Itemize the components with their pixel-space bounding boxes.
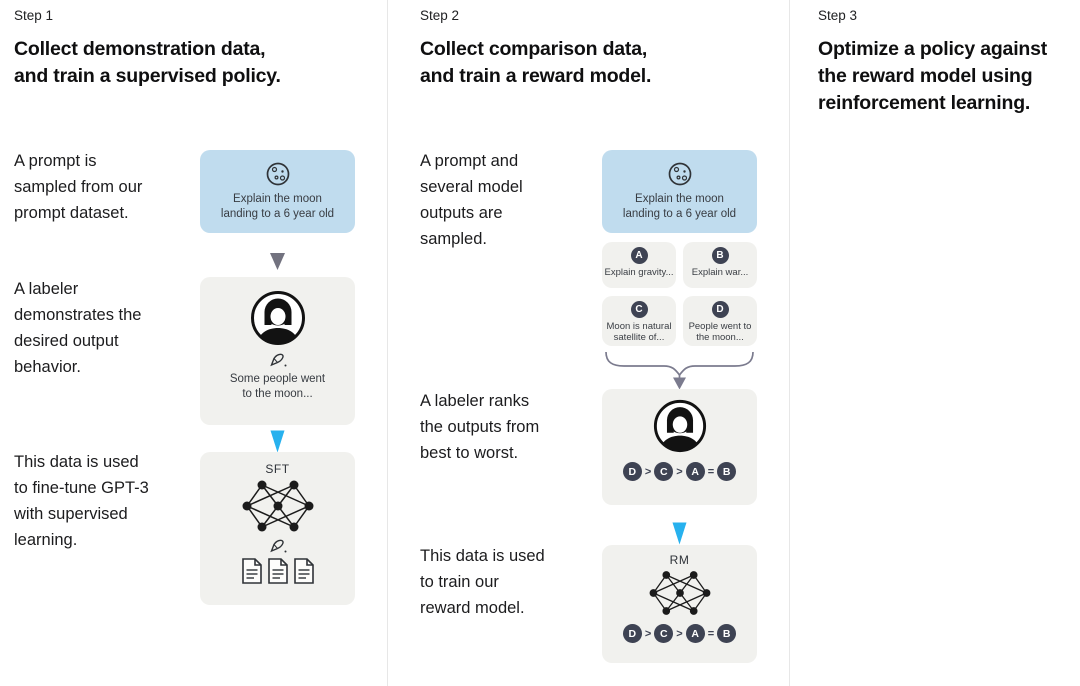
output-a-badge: A: [630, 247, 648, 264]
output-box-c: C Moon is natural satellite of...: [602, 296, 676, 346]
output-c-badge: C: [630, 301, 648, 318]
step1-caption-finetune: This data is used to fine-tune GPT-3 wit…: [14, 453, 149, 549]
rank-separator: =: [707, 627, 715, 640]
pencil-icon: [269, 353, 286, 367]
merge-bracket-arrow-icon: [605, 351, 754, 390]
column-divider-2: [789, 0, 790, 686]
step1-labeler-text: Some people went to the moon...: [229, 373, 326, 400]
step1-heading: Collect demonstration data, and train a …: [14, 38, 281, 87]
moon-icon: [668, 162, 691, 186]
rank-item: C: [654, 462, 674, 481]
down-arrow-gray-icon: [270, 253, 285, 270]
output-b-badge: B: [711, 247, 729, 264]
document-icon: [267, 558, 288, 584]
output-c-text: Moon is natural satellite of...: [606, 321, 672, 343]
output-b-text: Explain war...: [691, 267, 749, 278]
output-d-text: People went to the moon...: [688, 321, 752, 343]
step2-heading: Collect comparison data, and train a rew…: [420, 38, 652, 87]
step2-label: Step 2: [420, 8, 460, 23]
down-arrow-cyan-icon: [672, 522, 687, 545]
step1-prompt-text: Explain the moon landing to a 6 year old: [220, 193, 335, 220]
step1-caption-prompt: A prompt is sampled from our prompt data…: [14, 152, 143, 222]
ranking-row: D > C > A = B: [622, 462, 737, 481]
column-divider-1: [387, 0, 388, 686]
step3-label: Step 3: [818, 8, 858, 23]
documents-icon: [240, 557, 316, 585]
rank-item: B: [717, 624, 737, 643]
rank-separator: >: [676, 465, 683, 478]
ranking-row: D > C > A = B: [622, 624, 737, 643]
step1-prompt-box: Explain the moon landing to a 6 year old: [200, 150, 355, 233]
output-box-a: A Explain gravity...: [602, 242, 676, 288]
rank-item: C: [654, 624, 674, 643]
step1-caption-labeler: A labeler demonstrates the desired outpu…: [14, 280, 142, 376]
network-icon: [649, 571, 710, 615]
output-d-badge: D: [711, 301, 729, 318]
step2-prompt-box: Explain the moon landing to a 6 year old: [602, 150, 757, 233]
network-icon: [242, 480, 313, 532]
moon-icon: [266, 162, 289, 186]
step1-sft-box: SFT: [200, 452, 355, 605]
output-box-b: B Explain war...: [683, 242, 757, 288]
step2-prompt-text: Explain the moon landing to a 6 year old: [622, 193, 737, 220]
step2-ranking-box: D > C > A = B: [602, 389, 757, 505]
rank-separator: >: [644, 627, 652, 640]
down-arrow-cyan-icon: [270, 430, 285, 453]
output-box-d: D People went to the moon...: [683, 296, 757, 346]
output-a-text: Explain gravity...: [604, 267, 674, 278]
rank-separator: >: [644, 465, 652, 478]
rank-item: B: [717, 462, 737, 481]
document-icon: [293, 558, 314, 584]
rm-label: RM: [669, 553, 690, 567]
labeler-avatar-icon: [250, 291, 305, 345]
rank-item: A: [685, 624, 705, 643]
document-icon: [241, 558, 262, 584]
step2-rm-box: RM D > C > A = B: [602, 545, 757, 663]
rank-separator: >: [676, 627, 683, 640]
rank-item: D: [622, 624, 642, 643]
rank-separator: =: [707, 465, 715, 478]
step2-caption-sampled: A prompt and several model outputs are s…: [420, 152, 523, 248]
step1-label: Step 1: [14, 8, 54, 23]
rank-item: D: [622, 462, 642, 481]
step2-caption-ranks: A labeler ranks the outputs from best to…: [420, 392, 540, 462]
step2-caption-train: This data is used to train our reward mo…: [420, 547, 545, 617]
labeler-avatar-icon: [653, 399, 706, 453]
rank-item: A: [685, 462, 705, 481]
step3-heading: Optimize a policy against the reward mod…: [818, 38, 1048, 114]
sft-label: SFT: [265, 462, 290, 476]
step1-labeler-box: Some people went to the moon...: [200, 277, 355, 425]
pencil-icon: [269, 539, 286, 553]
